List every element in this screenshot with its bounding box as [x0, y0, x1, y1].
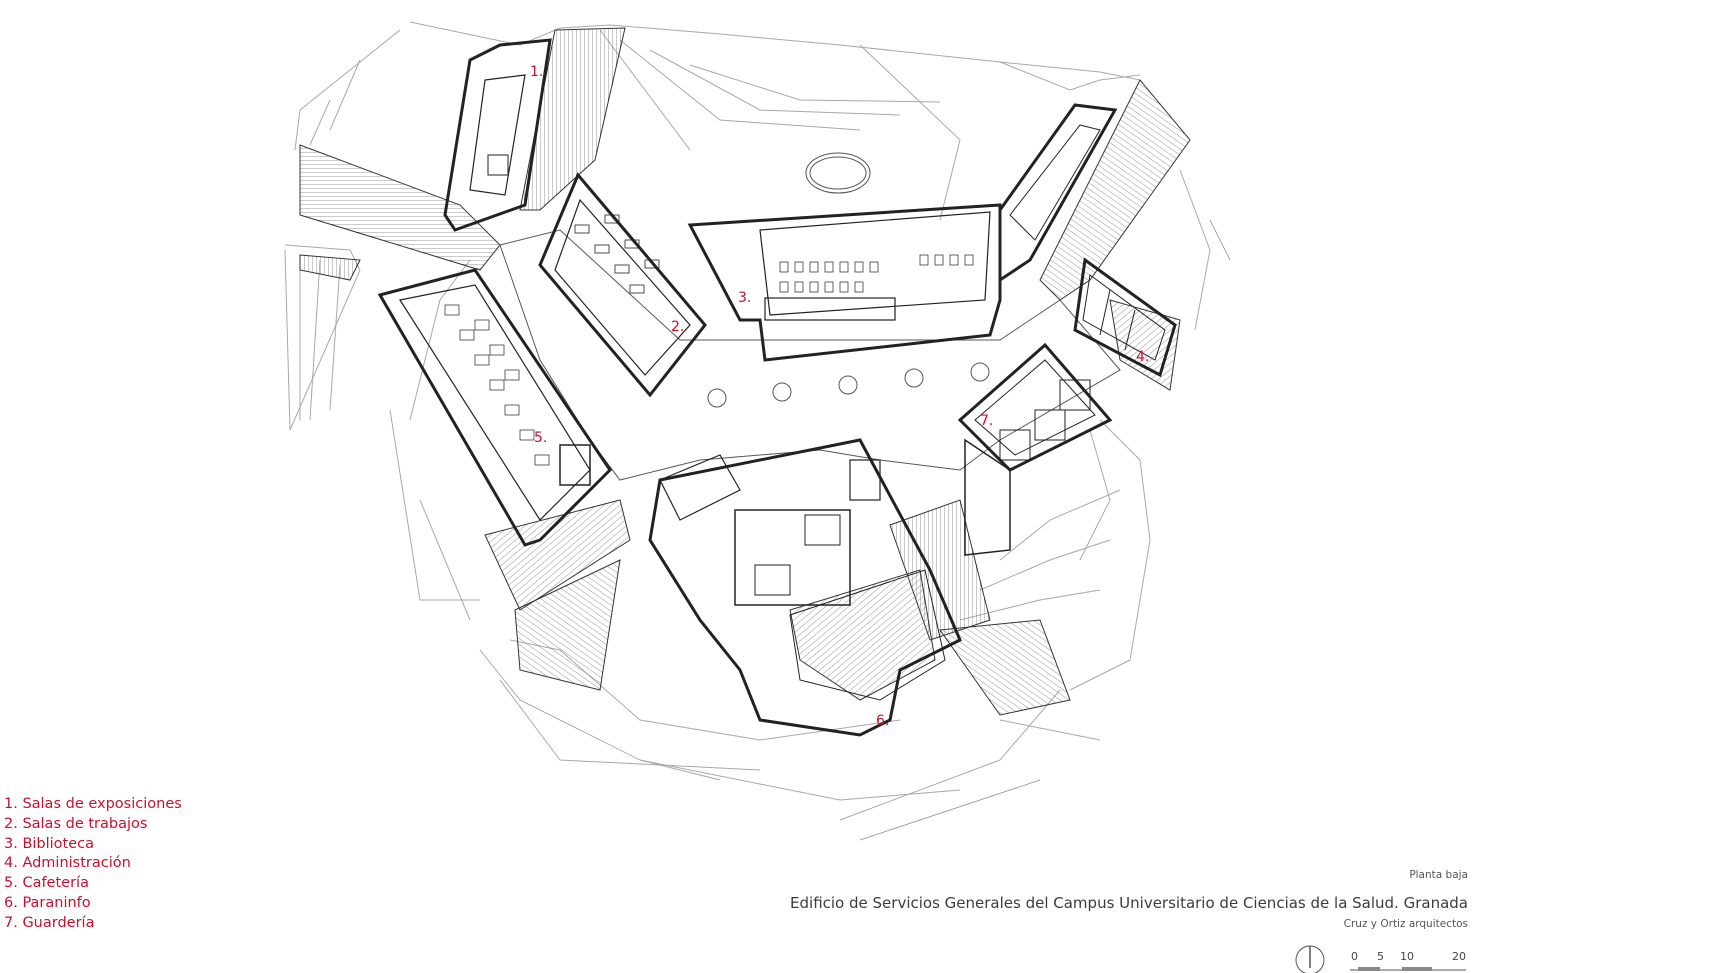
legend-item: 1. Salas de exposiciones [4, 796, 182, 812]
legend-item: 6. Paraninfo [4, 894, 91, 911]
building-7 [957, 342, 1113, 556]
room-label-2: 2. [671, 319, 684, 335]
room-label-1: 1. [530, 64, 543, 80]
building-6 [648, 438, 962, 737]
building-2 [538, 172, 707, 398]
room-label-5: 5. [534, 430, 547, 446]
caption-title: Edificio de Servicios Generales del Camp… [790, 894, 1468, 912]
room-label-3: 3. [738, 290, 751, 306]
room-label-4: 4. [1136, 349, 1149, 365]
site-context-lines [284, 21, 1231, 841]
room-label-6: 6. [876, 713, 889, 729]
scale-tick-5: 5 [1377, 950, 1384, 963]
caption-subtitle: Planta baja [1409, 869, 1468, 881]
scale-tick-10: 10 [1400, 950, 1414, 963]
legend-item: 4. Administración [4, 855, 131, 872]
legend-item: 2. Salas de trabajos [4, 815, 148, 832]
caption-architects: Cruz y Ortiz arquitectos [1343, 918, 1468, 930]
building-5 [377, 268, 612, 547]
room-labels: 1. 2. 3. 4. 5. 6. 7. [530, 64, 1149, 729]
scale-tick-0: 0 [1351, 950, 1358, 963]
room-label-7: 7. [980, 413, 993, 429]
legend: 1. Salas de exposiciones 2. Salas de tra… [4, 795, 182, 934]
scale-bar: 0 5 10 20 [1350, 950, 1466, 971]
north-arrow [1295, 945, 1325, 973]
legend-item: 3. Biblioteca [4, 835, 95, 852]
building-1 [443, 38, 552, 232]
scale-tick-20: 20 [1452, 950, 1466, 963]
central-plaza [499, 152, 1121, 481]
legend-item: 5. Cafetería [4, 875, 89, 892]
building-4 [1073, 257, 1177, 378]
legend-item: 7. Guardería [4, 914, 95, 931]
building-3 [687, 103, 1118, 362]
